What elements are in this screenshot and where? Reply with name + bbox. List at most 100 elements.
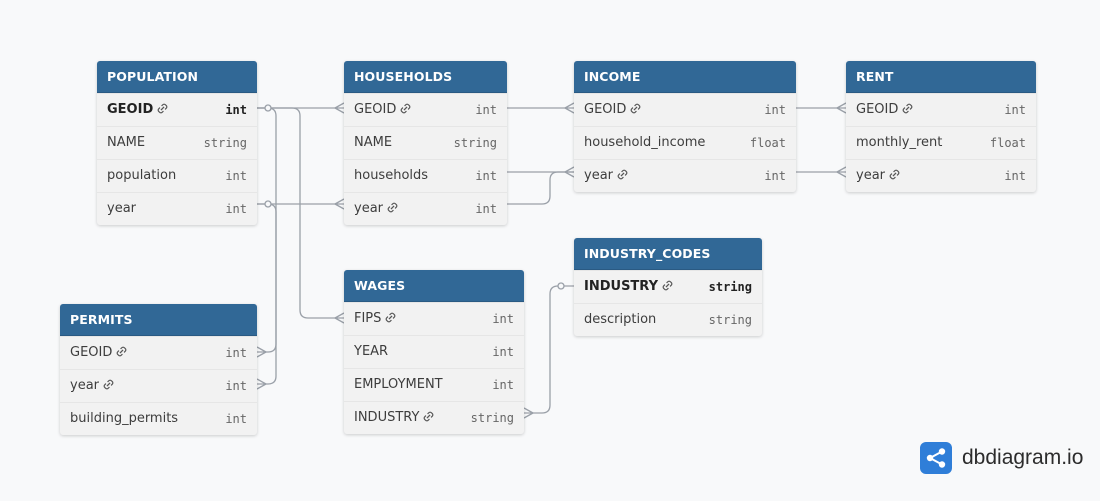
link-key-icon: [103, 370, 114, 402]
link-key-icon: [662, 271, 673, 303]
field-type: string: [203, 136, 247, 150]
table-header[interactable]: INDUSTRY_CODES: [574, 238, 762, 270]
many-end-marker: [334, 312, 345, 324]
table-header[interactable]: INCOME: [574, 61, 796, 93]
field-name: year: [354, 193, 398, 225]
field-type: int: [475, 169, 497, 183]
field-name-text: year: [584, 168, 614, 183]
rel-population-permits-year[interactable]: [257, 203, 277, 385]
table-field-row[interactable]: GEOID int: [574, 93, 796, 126]
field-type: int: [225, 379, 247, 393]
table-field-row[interactable]: population int: [97, 159, 257, 192]
field-name: FIPS: [354, 303, 396, 335]
table-field-row[interactable]: building_permits int: [60, 402, 257, 435]
table-field-row[interactable]: year int: [60, 369, 257, 402]
table-field-row[interactable]: GEOID int: [846, 93, 1036, 126]
field-name-text: year: [856, 168, 886, 183]
field-name: population: [107, 160, 176, 192]
field-name-text: year: [354, 201, 384, 216]
field-name-text: GEOID: [70, 345, 113, 360]
many-end-marker: [836, 166, 847, 178]
field-name: GEOID: [70, 337, 127, 369]
field-name: GEOID: [354, 94, 411, 126]
rel-population-wages-fips[interactable]: [257, 107, 344, 319]
table-field-row[interactable]: FIPS int: [344, 302, 524, 335]
many-end-marker: [256, 346, 267, 358]
field-type: string: [708, 313, 752, 327]
table-header[interactable]: RENT: [846, 61, 1036, 93]
field-name-text: GEOID: [584, 102, 627, 117]
field-name-text: INDUSTRY: [354, 410, 420, 425]
field-name: year: [70, 370, 114, 402]
field-name: GEOID: [107, 94, 168, 126]
field-name: YEAR: [354, 336, 388, 368]
table-header[interactable]: POPULATION: [97, 61, 257, 93]
field-type: int: [1004, 103, 1026, 117]
field-name: INDUSTRY: [584, 271, 673, 303]
table-header[interactable]: PERMITS: [60, 304, 257, 336]
table-header[interactable]: WAGES: [344, 270, 524, 302]
link-key-icon: [385, 303, 396, 335]
rel-population-permits-geoid[interactable]: [257, 107, 277, 353]
table-field-row[interactable]: description string: [574, 303, 762, 336]
link-key-icon: [902, 94, 913, 126]
field-type: int: [492, 378, 514, 392]
field-name: year: [856, 160, 900, 192]
field-name: description: [584, 304, 656, 336]
field-type: float: [989, 136, 1026, 150]
field-type: int: [764, 169, 786, 183]
table-field-row[interactable]: year int: [574, 159, 796, 192]
field-name-text: household_income: [584, 135, 706, 150]
table-field-row[interactable]: GEOID int: [344, 93, 507, 126]
field-type: int: [225, 412, 247, 426]
many-end-marker: [564, 166, 575, 178]
link-key-icon: [400, 94, 411, 126]
many-end-marker: [523, 407, 534, 419]
field-name: monthly_rent: [856, 127, 942, 159]
field-type: int: [475, 103, 497, 117]
brand-watermark[interactable]: dbdiagram.io: [920, 442, 1083, 474]
one-end-marker: [264, 104, 272, 112]
one-end-marker: [557, 282, 565, 290]
field-name-text: building_permits: [70, 411, 179, 426]
field-name-text: INDUSTRY: [584, 279, 659, 294]
field-type: int: [225, 169, 247, 183]
field-name-text: monthly_rent: [856, 135, 943, 150]
field-name-text: population: [107, 168, 177, 183]
field-type: string: [453, 136, 497, 150]
rel-industry-wages-industry[interactable]: [524, 285, 574, 414]
field-type: int: [492, 312, 514, 326]
table-field-row[interactable]: monthly_rent float: [846, 126, 1036, 159]
table-header[interactable]: HOUSEHOLDS: [344, 61, 507, 93]
table-field-row[interactable]: GEOID int: [97, 93, 257, 126]
many-end-marker: [256, 378, 267, 390]
table-field-row[interactable]: year int: [97, 192, 257, 225]
field-name-text: EMPLOYMENT: [354, 377, 443, 392]
link-key-icon: [157, 94, 168, 126]
field-type: int: [225, 103, 247, 117]
field-name-text: year: [107, 201, 137, 216]
table-field-row[interactable]: EMPLOYMENT int: [344, 368, 524, 401]
rel-households-income-year[interactable]: [507, 171, 574, 205]
field-type: int: [225, 202, 247, 216]
field-name: GEOID: [856, 94, 913, 126]
field-type: int: [764, 103, 786, 117]
